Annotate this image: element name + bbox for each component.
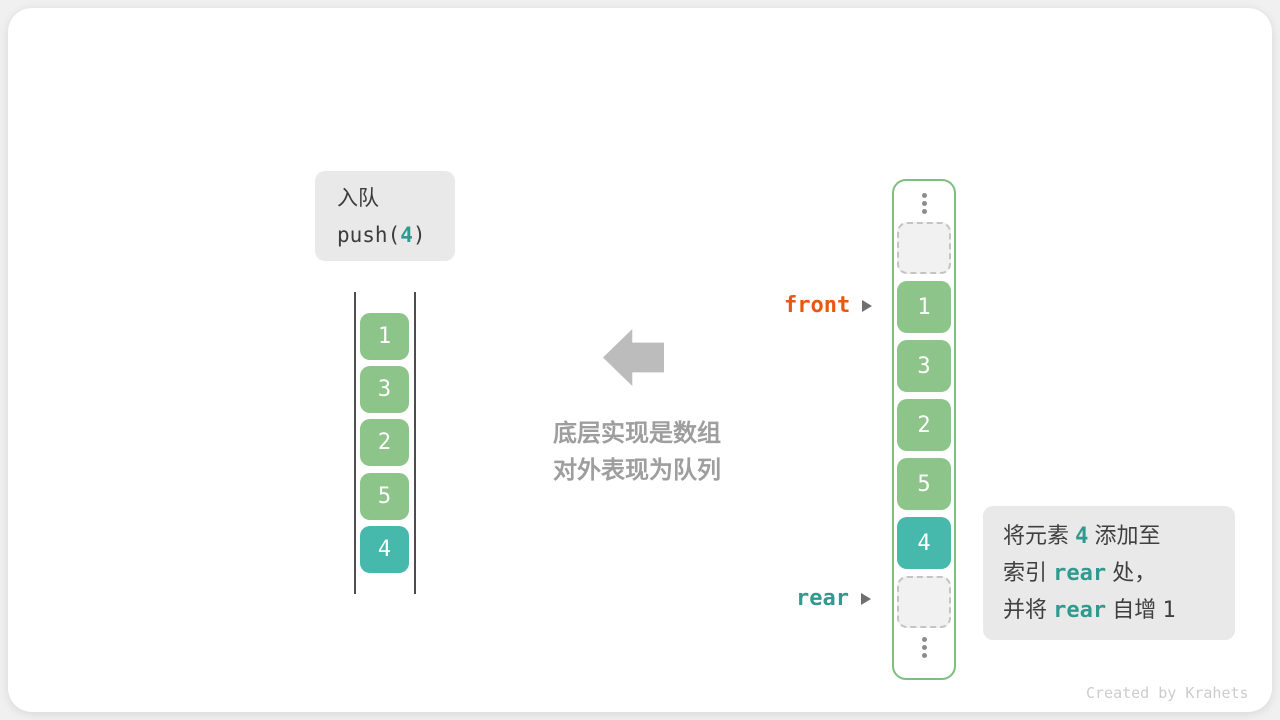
underlying-array: 1 3 2 5 4 — [892, 179, 956, 680]
queue-cell: 3 — [360, 366, 409, 413]
text-segment: 并将 — [1003, 597, 1054, 622]
code-token: 1 — [1162, 598, 1176, 623]
front-pointer: front — [784, 293, 873, 318]
center-caption: 底层实现是数组 对外表现为队列 — [512, 415, 762, 489]
text-segment: 将元素 — [1003, 523, 1076, 548]
queue-cell: 4 — [360, 526, 409, 573]
queue-cell: 2 — [360, 419, 409, 466]
code-suffix: ) — [412, 223, 426, 247]
pointer-arrow-icon — [860, 592, 871, 605]
queue-cell: 1 — [360, 313, 409, 360]
code-argument: 4 — [400, 223, 413, 247]
pointer-arrow-icon — [862, 299, 873, 312]
explanation-line: 将元素 4 添加至 — [1003, 518, 1235, 555]
enqueue-operation-box: 入队 push(4) — [315, 171, 455, 261]
array-slot-empty — [897, 222, 951, 274]
rear-pointer: rear — [796, 586, 871, 611]
array-cell: 3 — [897, 340, 951, 392]
ellipsis-icon — [921, 635, 927, 659]
code-token: rear — [1053, 561, 1107, 586]
array-cell: 1 — [897, 281, 951, 333]
queue-rail-right — [414, 292, 416, 594]
caption-line-2: 对外表现为队列 — [553, 457, 721, 484]
array-cell: 5 — [897, 458, 951, 510]
array-cell: 2 — [897, 399, 951, 451]
text-segment: 添加至 — [1088, 523, 1161, 548]
array-slot-empty — [897, 576, 951, 628]
explanation-line: 索引 rear 处， — [1003, 555, 1235, 592]
code-token: 4 — [1075, 524, 1089, 549]
watermark: Created by Krahets — [1086, 684, 1249, 702]
explanation-box: 将元素 4 添加至索引 rear 处，并将 rear 自增 1 — [983, 506, 1235, 640]
caption-line-1: 底层实现是数组 — [553, 420, 721, 447]
left-block-arrow-icon — [603, 329, 664, 386]
enqueue-code: push(4) — [337, 217, 455, 253]
front-pointer-label: front — [784, 293, 851, 318]
rear-pointer-label: rear — [796, 586, 849, 611]
code-prefix: push( — [337, 223, 401, 247]
array-cell: 4 — [897, 517, 951, 569]
text-segment: 索引 — [1003, 560, 1054, 585]
ellipsis-icon — [921, 191, 927, 215]
queue-rail-left — [354, 292, 356, 594]
text-segment: 自增 — [1106, 597, 1163, 622]
enqueue-title: 入队 — [337, 187, 379, 210]
explanation-line: 并将 rear 自增 1 — [1003, 592, 1235, 629]
text-segment: 处， — [1106, 560, 1157, 585]
code-token: rear — [1053, 598, 1107, 623]
queue-cell: 5 — [360, 473, 409, 520]
